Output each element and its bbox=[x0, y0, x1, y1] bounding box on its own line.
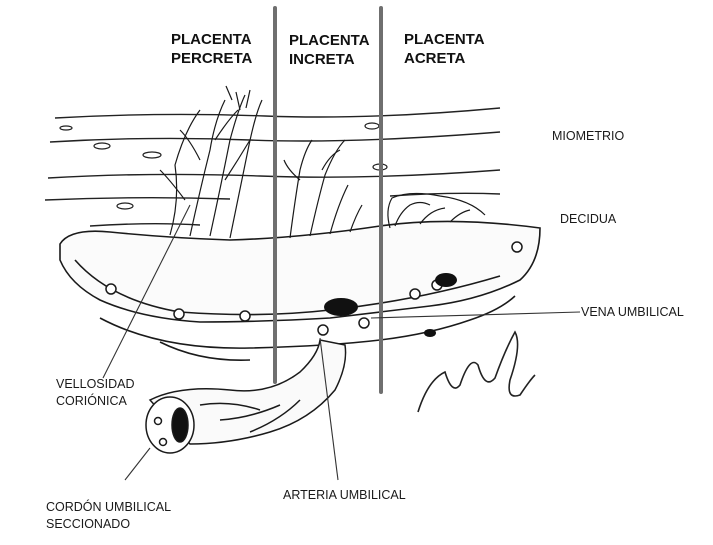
header-percreta-line2: PERCRETA bbox=[171, 49, 252, 68]
header-acreta-line2: ACRETA bbox=[404, 49, 485, 68]
header-increta-line2: INCRETA bbox=[289, 50, 370, 69]
label-vellosidad-line1: VELLOSIDAD bbox=[56, 376, 135, 393]
header-increta-line1: PLACENTA bbox=[289, 31, 370, 50]
label-cordon-line1: CORDÓN UMBILICAL bbox=[46, 499, 171, 516]
label-arteria-umbilical: ARTERIA UMBILICAL bbox=[283, 487, 406, 504]
label-cordon-umbilical: CORDÓN UMBILICAL SECCIONADO bbox=[46, 499, 171, 533]
header-increta: PLACENTA INCRETA bbox=[289, 31, 370, 69]
label-miometrio: MIOMETRIO bbox=[552, 128, 624, 145]
label-vellosidad-corionica: VELLOSIDAD CORIÓNICA bbox=[56, 376, 135, 410]
header-percreta-line1: PLACENTA bbox=[171, 30, 252, 49]
label-vellosidad-line2: CORIÓNICA bbox=[56, 393, 135, 410]
header-percreta: PLACENTA PERCRETA bbox=[171, 30, 252, 68]
label-vena-umbilical: VENA UMBILICAL bbox=[581, 304, 684, 321]
label-cordon-line2: SECCIONADO bbox=[46, 516, 171, 533]
header-acreta-line1: PLACENTA bbox=[404, 30, 485, 49]
label-decidua: DECIDUA bbox=[560, 211, 616, 228]
header-acreta: PLACENTA ACRETA bbox=[404, 30, 485, 68]
